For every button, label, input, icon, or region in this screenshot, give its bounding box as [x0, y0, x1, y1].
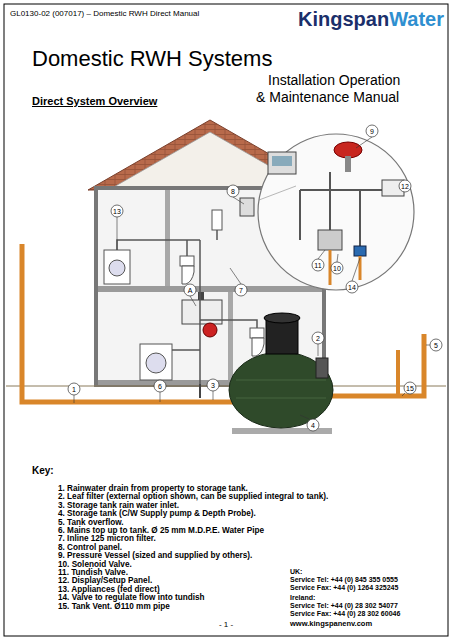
callout-number: 13 [113, 208, 121, 215]
key-item: 14. Valve to regulate flow into tundish [58, 593, 205, 602]
key-item: 2. Leaf filter (external option shown, c… [58, 492, 328, 501]
callout-number: 7 [239, 287, 243, 294]
logo-word: Water [389, 8, 444, 31]
callout-circle [227, 185, 239, 197]
subtitle-line: & Maintenance Manual [256, 89, 399, 105]
contact-line: Ireland: [290, 594, 315, 602]
callout-number: A [188, 287, 193, 294]
key-item: 10. Solenoid Valve. [58, 560, 132, 569]
callout-circle [184, 284, 196, 296]
callout-number: 4 [311, 422, 315, 429]
callout-circle [430, 339, 442, 351]
key-item: 1. Rainwater drain from property to stor… [58, 484, 248, 493]
callout-number: 8 [231, 188, 235, 195]
callout-circle [154, 380, 166, 392]
logo-word: Kingspan [298, 8, 389, 31]
callout-circle [366, 125, 378, 137]
callout-number: 3 [211, 382, 215, 389]
callout-circle [399, 180, 411, 192]
header-text: GL0130-02 (007017) – Domestic RWH Direct… [10, 9, 199, 18]
subtitle-line: Installation Operation [268, 72, 400, 88]
section-heading: Direct System Overview [32, 95, 157, 108]
contact-line: UK: [290, 568, 302, 576]
callout-number: 14 [348, 284, 356, 291]
callout-number: 12 [401, 183, 409, 190]
callout-number: 10 [333, 265, 341, 272]
contact-line: Service Tel: +44 (0) 845 355 0555 [290, 576, 398, 584]
key-item: 9. Pressure Vessel (sized and supplied b… [58, 551, 252, 560]
contact-line: Service Tel: +44 (0) 28 302 54077 [290, 602, 398, 610]
page-number: - 1 - [219, 620, 233, 629]
callout-circle [207, 379, 219, 391]
callout-circle [68, 383, 80, 395]
key-item: 13. Appliances (fed direct) [58, 585, 160, 594]
website: www.kingspanenv.com [290, 620, 372, 629]
key-item: 7. Inline 125 micron filter. [58, 534, 156, 543]
key-item: 6. Mains top up to tank. Ø 25 mm M.D.P.E… [58, 526, 264, 535]
callout-number: 15 [406, 385, 414, 392]
callout-circle [307, 419, 319, 431]
callout-circle [404, 382, 416, 394]
callout-number: 5 [434, 342, 438, 349]
key-item: 11. Tundish Valve. [58, 568, 128, 577]
callout-number: 9 [370, 128, 374, 135]
callout-circle [111, 205, 123, 217]
callout-number: 11 [314, 262, 321, 269]
callout-circle [312, 332, 324, 344]
callout-circle [235, 284, 247, 296]
key-item: 5. Tank overflow. [58, 518, 124, 527]
callout-number: 6 [158, 383, 162, 390]
callout-number: 2 [316, 335, 320, 342]
callout-circle [331, 262, 343, 274]
key-item: 8. Control panel. [58, 543, 122, 552]
callout-number: 1 [72, 386, 76, 393]
callout-circle [346, 281, 358, 293]
key-item: 12. Display/Setup Panel. [58, 576, 152, 585]
key-item: 3. Storage tank rain water inlet. [58, 501, 179, 510]
page-title: Domestic RWH Systems [32, 46, 272, 71]
contact-line: Service Fax: +44 (0) 1264 325245 [290, 584, 398, 592]
key-item: 4. Storage tank (C/W Supply pump & Depth… [58, 509, 256, 518]
key-heading: Key: [32, 465, 54, 477]
key-item: 15. Tank Vent. Ø110 mm pipe [58, 602, 170, 611]
contact-line: Service Fax: +44 (0) 28 302 60046 [290, 610, 400, 618]
callout-circle [312, 259, 324, 271]
